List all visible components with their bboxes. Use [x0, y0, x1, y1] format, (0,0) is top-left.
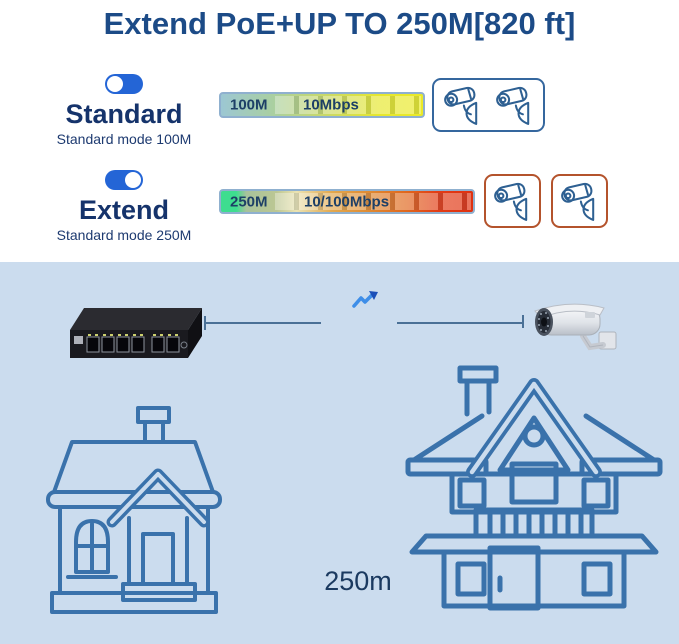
extend-speed-label: 10/100Mbps — [304, 193, 390, 210]
dimension-tick-left — [204, 316, 206, 330]
distance-label: 250m — [324, 566, 392, 596]
extend-distance-bar: 250M 10/100Mbps — [219, 189, 475, 214]
standard-mode-label-group: Standard Standard mode 100M — [34, 74, 214, 147]
standard-distance-bar: 100M 10Mbps — [219, 92, 425, 118]
cctv-camera-outline-icon — [558, 181, 602, 222]
bullet-camera-icon — [534, 303, 617, 351]
dimension-tick-right — [522, 315, 524, 328]
cctv-camera-outline-icon — [491, 181, 535, 222]
standard-range-label: 100M — [230, 96, 268, 114]
extend-mode-name: Extend — [78, 195, 170, 225]
extend-camera-box-1 — [484, 174, 541, 228]
extend-range-label: 250M — [230, 193, 268, 210]
standard-mode-subtitle: Standard mode 100M — [56, 131, 192, 148]
standard-toggle-icon[interactable] — [105, 74, 143, 94]
large-house-outline-icon — [405, 365, 663, 611]
cctv-camera-outline-icon — [493, 85, 537, 126]
standard-speed-label: 10Mbps — [303, 96, 359, 114]
standard-cameras-box — [432, 78, 545, 132]
extend-camera-box-2 — [551, 174, 608, 228]
extend-toggle-icon[interactable] — [105, 170, 143, 190]
small-house-outline-icon — [46, 406, 222, 614]
extend-mode-label-group: Extend Standard mode 250M — [34, 170, 214, 243]
poe-switch-icon — [70, 308, 202, 358]
cctv-camera-outline-icon — [441, 85, 485, 126]
trending-up-arrow-icon — [352, 291, 378, 308]
extend-mode-subtitle: Standard mode 250M — [56, 227, 192, 244]
page-title: Extend PoE+UP TO 250M[820 ft] — [103, 6, 576, 41]
dimension-line-right — [397, 322, 522, 324]
standard-mode-name: Standard — [65, 99, 183, 129]
dimension-line-left — [206, 322, 321, 324]
distance-scene: 250m — [0, 262, 679, 644]
